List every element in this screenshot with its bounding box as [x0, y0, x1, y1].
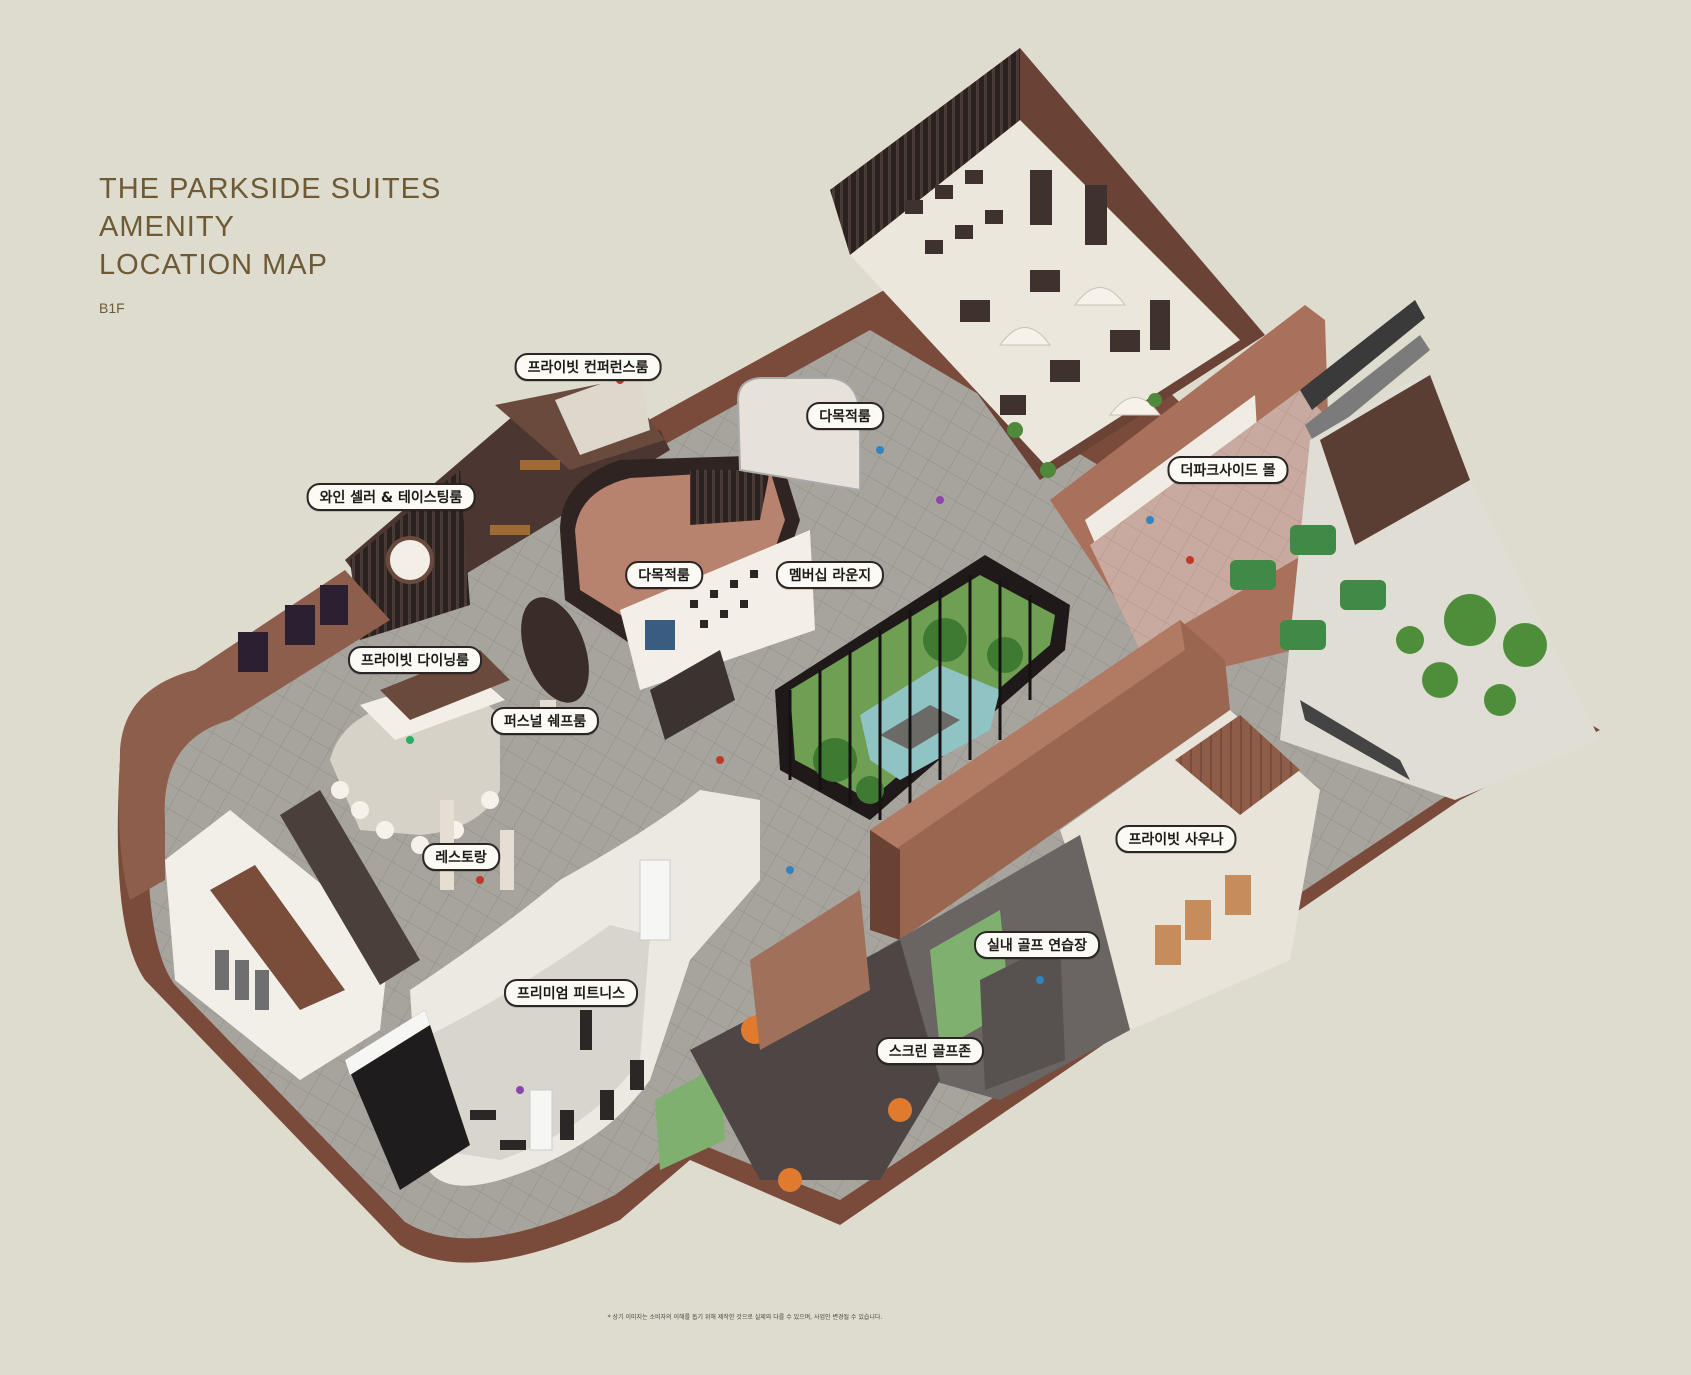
label-private-sauna[interactable]: 프라이빗 사우나 — [1115, 825, 1237, 853]
library-wing — [830, 48, 1265, 480]
label-private-conference-room[interactable]: 프라이빗 컨퍼런스룸 — [514, 353, 662, 381]
private-sauna-area — [1060, 710, 1320, 1030]
map-title: THE PARKSIDE SUITES AMENITY LOCATION MAP — [99, 170, 441, 284]
floor-indicator: B1F — [99, 300, 125, 316]
label-multipurpose-room-1[interactable]: 다목적룸 — [806, 402, 884, 430]
courtyard-garden — [775, 555, 1070, 820]
label-screen-golf-zone[interactable]: 스크린 골프존 — [875, 1037, 985, 1065]
parkside-mall-area — [1050, 300, 1600, 800]
label-premium-fitness[interactable]: 프리미엄 피트니스 — [504, 979, 638, 1007]
label-restaurant[interactable]: 레스토랑 — [422, 843, 500, 871]
central-wood-block — [870, 620, 1230, 940]
kitchen-area — [165, 790, 420, 1080]
label-private-dining-room[interactable]: 프라이빗 다이닝룸 — [348, 646, 482, 674]
label-multipurpose-room-2[interactable]: 다목적룸 — [625, 561, 703, 589]
oval-seating — [521, 597, 589, 703]
disclaimer-text: * 상기 이미지는 소비자의 이해를 돕기 위해 제작한 것으로 실제와 다를 … — [607, 1314, 883, 1321]
title-line-1: THE PARKSIDE SUITES — [99, 173, 442, 205]
label-personal-chef-room[interactable]: 퍼스널 쉐프룸 — [490, 707, 600, 735]
label-wine-cellar[interactable]: 와인 셀러 & 테이스팅룸 — [306, 483, 476, 511]
restaurant-area — [330, 650, 735, 890]
west-storage-wing — [118, 570, 390, 900]
title-line-3: LOCATION MAP — [99, 249, 328, 281]
wine-cellar-area — [345, 370, 670, 640]
label-indoor-golf-practice[interactable]: 실내 골프 연습장 — [974, 931, 1100, 959]
label-parkside-mall[interactable]: 더파크사이드 몰 — [1167, 456, 1289, 484]
label-membership-lounge[interactable]: 멤버십 라운지 — [775, 561, 885, 589]
multipurpose-room-block — [560, 377, 861, 690]
title-line-2: AMENITY — [99, 211, 235, 243]
